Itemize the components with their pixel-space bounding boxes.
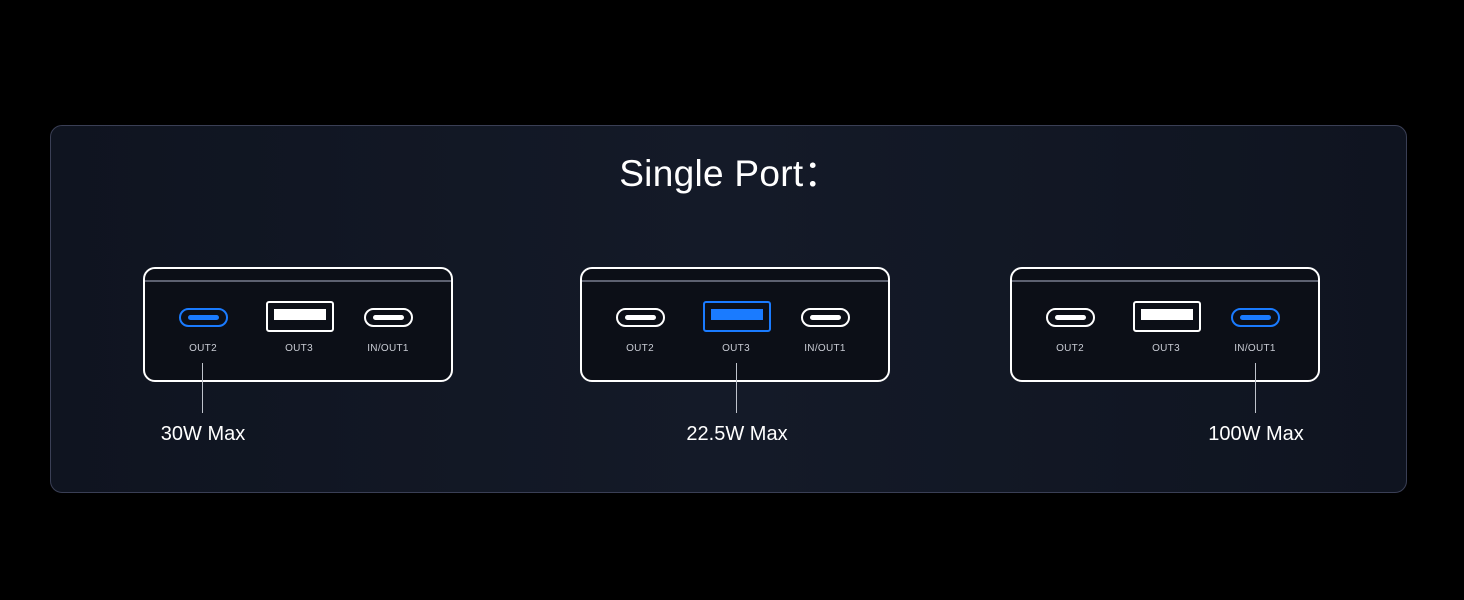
port-label-inout1: IN/OUT1 [367, 343, 409, 354]
device-top-edge [145, 280, 451, 282]
port-label-inout1: IN/OUT1 [1234, 343, 1276, 354]
port-label-out3: OUT3 [285, 343, 313, 354]
panel-title: Single Port： [619, 153, 841, 194]
port-label-inout1: IN/OUT1 [804, 343, 846, 354]
leader-line [202, 363, 203, 413]
power-bank-ports-diagram-3: OUT2 OUT3 IN/OUT1 [1010, 267, 1320, 382]
usb-c-port-icon [616, 308, 665, 327]
usb-c-port-icon [1231, 308, 1280, 327]
leader-line [736, 363, 737, 413]
max-output-label: 30W Max [160, 423, 246, 445]
port-label-out2: OUT2 [1056, 343, 1084, 354]
port-label-out3: OUT3 [722, 343, 750, 354]
port-label-out3: OUT3 [1152, 343, 1180, 354]
device-top-edge [1012, 280, 1318, 282]
usb-a-port-icon [1133, 301, 1201, 332]
leader-line [1255, 363, 1256, 413]
usb-c-port-icon [364, 308, 413, 327]
usb-a-port-icon [703, 301, 771, 332]
usb-c-port-icon [1046, 308, 1095, 327]
max-output-label: 22.5W Max [686, 423, 788, 445]
device-top-edge [582, 280, 888, 282]
usb-a-port-icon [266, 301, 334, 332]
port-label-out2: OUT2 [626, 343, 654, 354]
usb-c-port-icon [801, 308, 850, 327]
port-label-out2: OUT2 [189, 343, 217, 354]
usb-c-port-icon [179, 308, 228, 327]
power-bank-ports-diagram-1: OUT2 OUT3 IN/OUT1 [143, 267, 453, 382]
power-bank-ports-diagram-2: OUT2 OUT3 IN/OUT1 [580, 267, 890, 382]
max-output-label: 100W Max [1208, 423, 1304, 445]
